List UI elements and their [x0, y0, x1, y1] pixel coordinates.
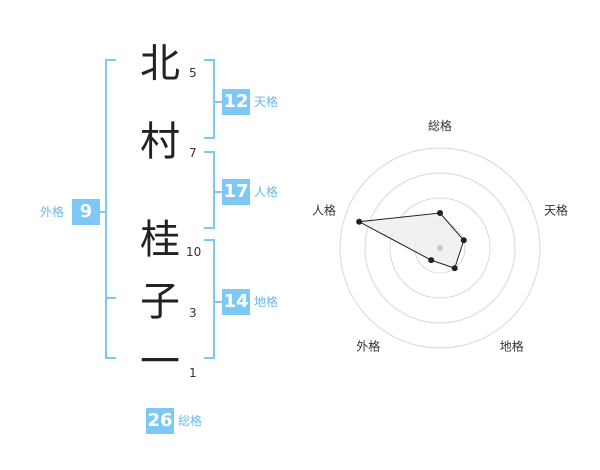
radar-axis-label-4: 外格	[356, 339, 380, 354]
radar-rings	[339, 147, 541, 349]
name-char-4: 子	[140, 279, 180, 325]
radar-point-5	[356, 218, 363, 225]
soukaku-label: 総格	[178, 414, 203, 428]
radar-point-3	[451, 265, 458, 272]
stroke-count-3: 10	[186, 245, 202, 259]
radar-center	[437, 245, 443, 251]
jinkaku-bracket	[204, 151, 215, 229]
name-char-1: 北	[140, 41, 180, 87]
radar-axis-label-1: 総格	[428, 118, 452, 133]
tenkaku-label: 天格	[254, 95, 279, 109]
stroke-count-1: 5	[189, 66, 197, 80]
radar-axis-label-2: 天格	[544, 202, 568, 217]
gaikaku-value-badge: 9	[72, 199, 100, 225]
radar-points	[356, 210, 467, 272]
soukaku-value-badge: 26	[146, 408, 174, 434]
name-char-2: 村	[140, 119, 180, 165]
bracket-lines	[96, 59, 222, 359]
stroke-count-4: 3	[189, 306, 197, 320]
chikaku-value-badge: 14	[222, 289, 250, 315]
jinkaku-label: 人格	[254, 185, 279, 199]
tenkaku-bracket	[204, 59, 215, 139]
radar-point-2	[460, 237, 467, 244]
name-char-5: 一	[140, 339, 180, 385]
stroke-count-2: 7	[189, 146, 197, 160]
radar-ring-2	[389, 197, 491, 299]
chikaku-label: 地格	[254, 295, 279, 309]
radar-axis-label-5: 人格	[312, 202, 336, 217]
radar-point-4	[428, 257, 435, 264]
radar-point-1	[437, 210, 443, 216]
radar-ring-4	[339, 147, 541, 349]
tenkaku-value-badge: 12	[222, 89, 250, 115]
jinkaku-value-badge: 17	[222, 179, 250, 205]
radar-axis-label-3: 地格	[500, 339, 524, 354]
radar-ring-3	[364, 172, 516, 324]
chikaku-bracket	[204, 239, 215, 359]
stroke-count-5: 1	[189, 366, 197, 380]
gaikaku-bracket	[105, 59, 116, 359]
radar-area	[357, 212, 465, 269]
name-char-3: 桂	[140, 217, 180, 263]
gaikaku-label: 外格	[40, 205, 65, 219]
